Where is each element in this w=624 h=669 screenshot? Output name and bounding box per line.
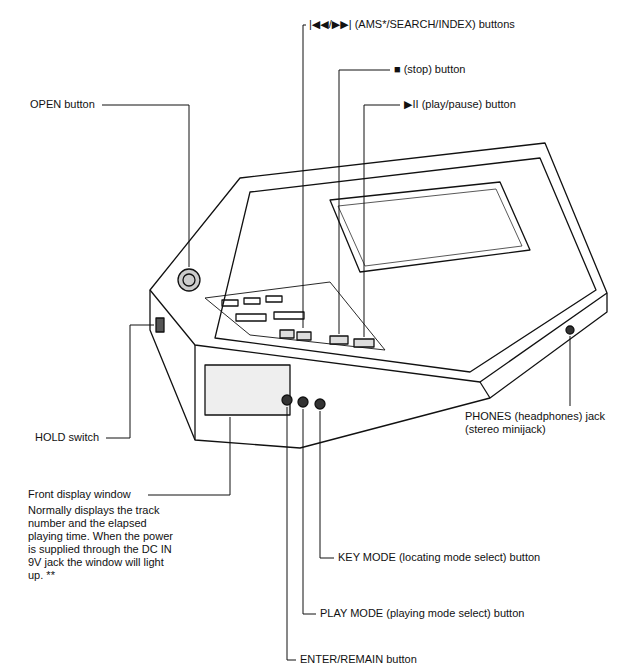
- display-note: Normally displays the track number and t…: [28, 504, 178, 582]
- open-button: [183, 274, 195, 286]
- button-label: ■ (stop) button: [394, 63, 594, 76]
- display-window: [205, 365, 290, 415]
- panel-button: [274, 312, 304, 319]
- display-label: Front display window: [28, 488, 146, 501]
- key-mode-button: [315, 399, 325, 409]
- ams-button: [297, 332, 311, 340]
- open-button: [178, 269, 200, 291]
- body-edge: [194, 345, 195, 440]
- button-label: KEY MODE (locating mode select) button: [338, 551, 543, 564]
- lid-outline: [215, 158, 596, 372]
- leader-line: [570, 336, 571, 406]
- leader-line: [148, 417, 230, 495]
- jack-label: PHONES (headphones) jack (stereo minijac…: [465, 410, 617, 436]
- play-mode-button: [298, 397, 308, 407]
- leader-line: [320, 411, 334, 558]
- leader-line: [287, 407, 296, 660]
- panel-button: [236, 314, 266, 321]
- button-label: ▶II (play/pause) button: [404, 98, 604, 111]
- leader-line: [364, 105, 400, 337]
- button-label: |◀◀/▶▶| (AMS*/SEARCH/INDEX) buttons: [309, 18, 609, 31]
- leader-line: [106, 325, 154, 438]
- panel-button: [244, 298, 260, 304]
- play-button: [354, 339, 374, 347]
- control-panel: [205, 282, 385, 350]
- stop-button: [330, 336, 348, 344]
- button-label: ENTER/REMAIN button: [300, 653, 500, 666]
- phones-jack: [566, 326, 574, 334]
- enter-button: [282, 395, 292, 405]
- leader-line: [102, 105, 189, 267]
- panel-button: [266, 296, 282, 302]
- leader-line: [303, 409, 316, 614]
- lid-window: [338, 189, 522, 266]
- hold-switch: [156, 318, 164, 332]
- player-body: [150, 143, 607, 448]
- button-label: OPEN button: [30, 98, 100, 111]
- ams-button: [280, 330, 294, 338]
- switch-label: HOLD switch: [35, 431, 105, 444]
- panel-button: [222, 300, 238, 306]
- leader-line: [303, 25, 306, 328]
- body-edge: [480, 382, 490, 398]
- button-label: PLAY MODE (playing mode select) button: [320, 607, 525, 620]
- lid-window: [330, 182, 530, 272]
